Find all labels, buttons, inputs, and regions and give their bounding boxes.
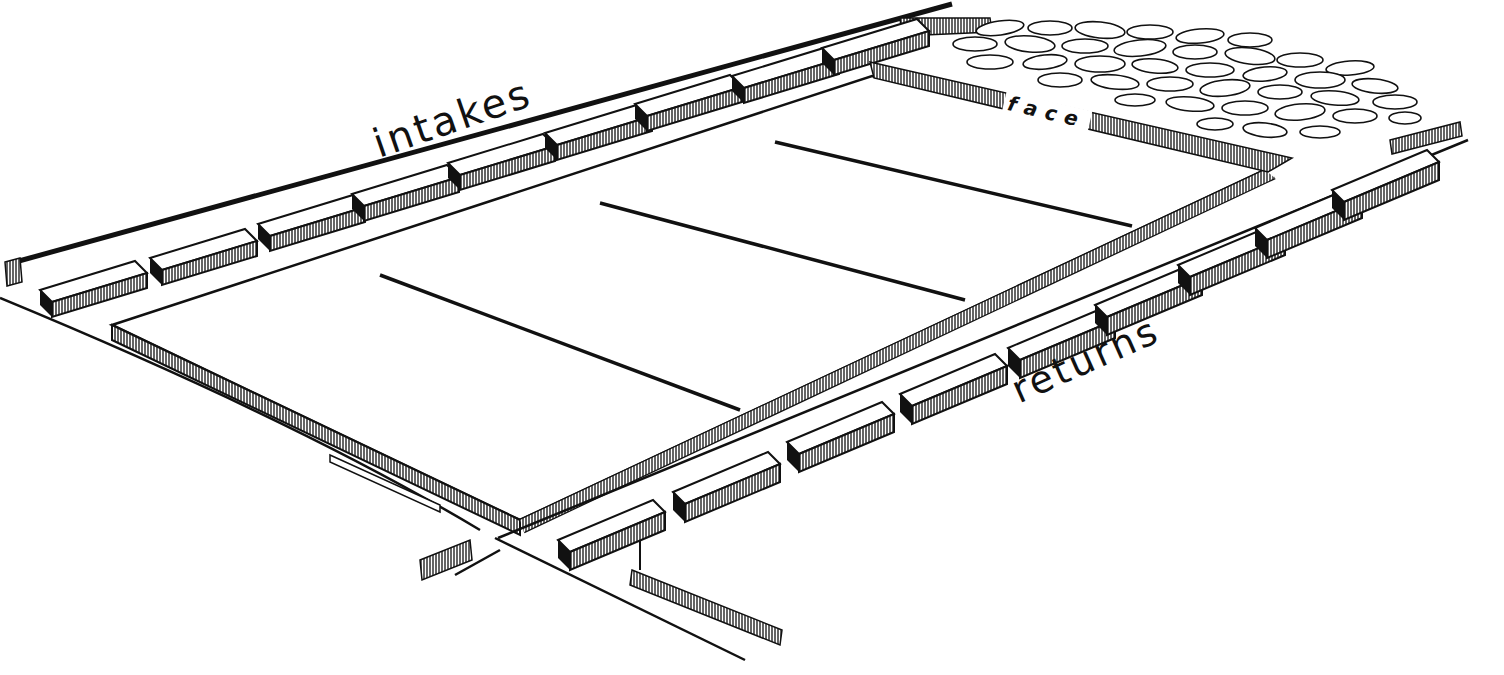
face-strip xyxy=(870,62,1292,172)
goaf-rubble xyxy=(953,18,1421,140)
panel xyxy=(112,76,1275,535)
return-pillars xyxy=(558,150,1439,570)
return-road xyxy=(420,122,1468,660)
